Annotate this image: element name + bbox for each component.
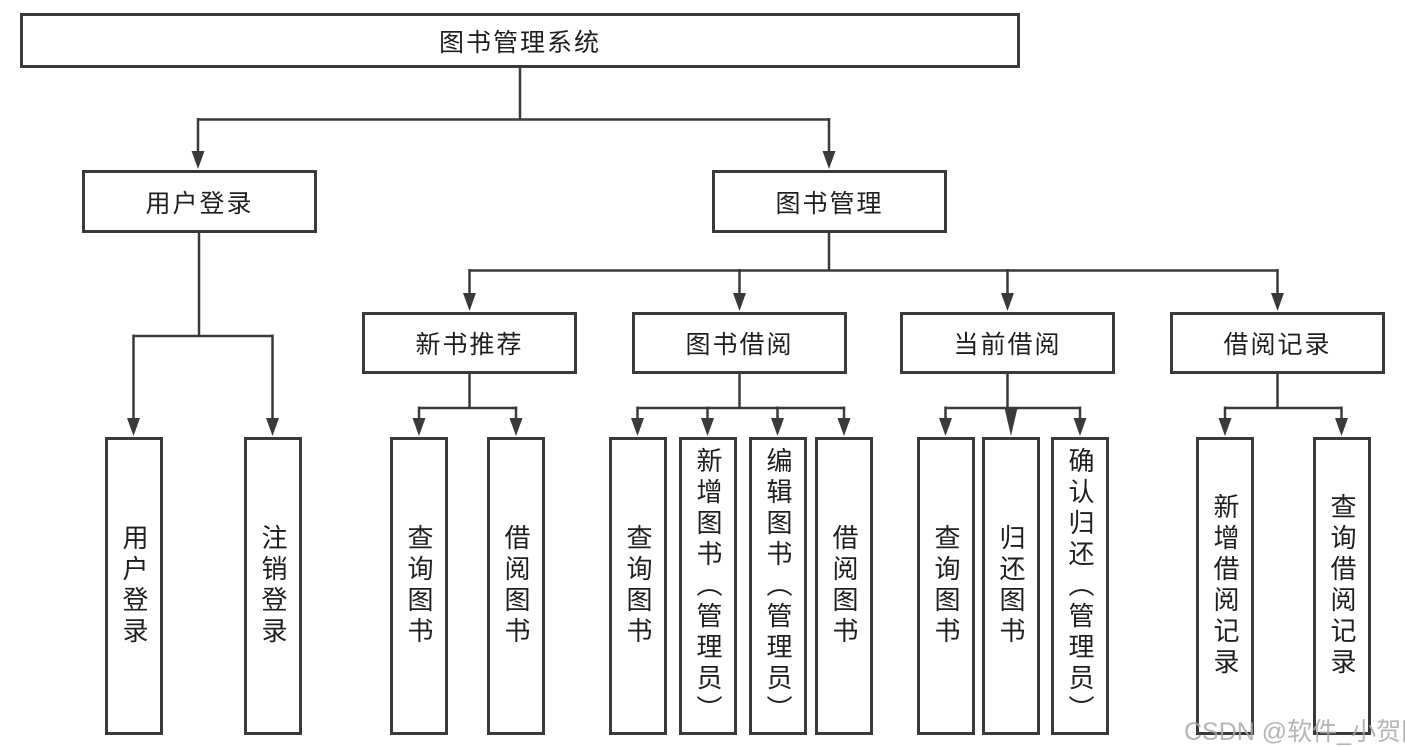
node-book-management: 图书管理	[712, 170, 947, 233]
node-book-borrow: 图书借阅	[632, 312, 847, 374]
leaf-query-borrow-record: 查询借阅记录	[1313, 437, 1371, 735]
leaf-add-borrow-record: 新增借阅记录	[1196, 437, 1254, 735]
leaf-borrow-book-recommend: 借阅图书	[487, 437, 545, 735]
node-library-management-system: 图书管理系统	[20, 13, 1020, 68]
node-user-login: 用户登录	[82, 170, 317, 233]
leaf-borrow-book-borrow: 借阅图书	[815, 437, 873, 735]
leaf-add-book-admin: 新增图书（管理员）	[679, 437, 737, 735]
leaf-return-book: 归还图书	[982, 437, 1040, 735]
leaf-query-book-borrow: 查询图书	[609, 437, 667, 735]
leaf-confirm-return-admin: 确认归还（管理员）	[1051, 437, 1109, 735]
leaf-edit-book-admin: 编辑图书（管理员）	[749, 437, 807, 735]
leaf-logout: 注销登录	[244, 437, 302, 735]
node-new-book-recommend: 新书推荐	[362, 312, 577, 374]
node-borrow-records: 借阅记录	[1170, 312, 1385, 374]
leaf-user-login: 用户登录	[105, 437, 163, 735]
csdn-watermark: CSDN @软件_小贺同学	[1184, 718, 1405, 746]
leaf-query-book-recommend: 查询图书	[390, 437, 448, 735]
leaf-query-book-current: 查询图书	[917, 437, 975, 735]
node-current-borrow: 当前借阅	[900, 312, 1115, 374]
